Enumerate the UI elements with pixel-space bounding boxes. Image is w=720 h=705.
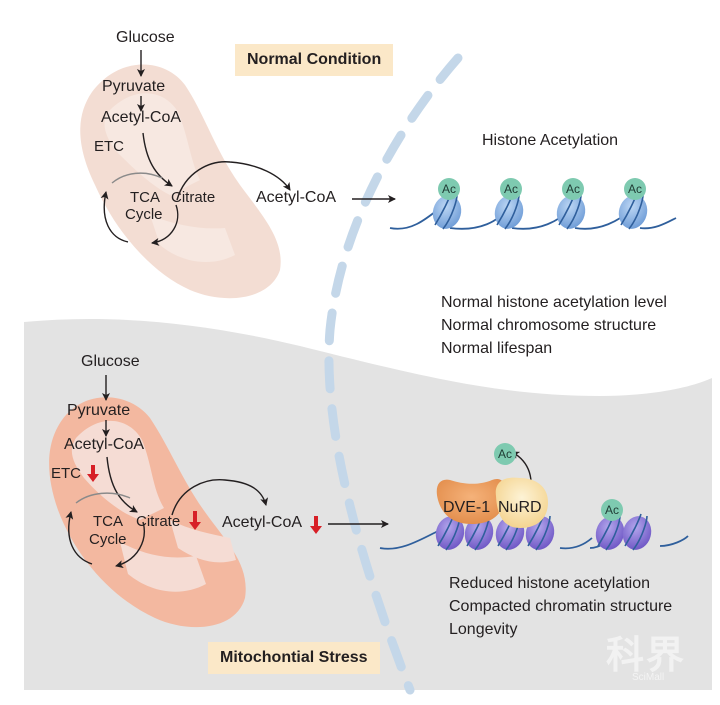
acetyl-mark: Ac xyxy=(562,178,584,200)
histone-acetylation-title: Histone Acetylation xyxy=(482,132,619,149)
down-arrows xyxy=(87,465,322,534)
stress-pathway-arrows xyxy=(65,375,532,569)
normal-pyruvate-label: Pyruvate xyxy=(102,78,166,95)
acetylcoa-down-arrow xyxy=(310,516,322,534)
normal-nucleosome: Ac xyxy=(556,178,586,230)
normal-dna-strand xyxy=(389,207,677,230)
normal-outcome: Normal lifespan xyxy=(441,340,553,357)
acetyl-mark: Ac xyxy=(624,178,646,200)
citrate-down-arrow xyxy=(189,511,201,530)
stress-condition-tag: Mitochontial Stress xyxy=(208,642,380,674)
svg-text:Ac: Ac xyxy=(504,182,518,196)
stress-outcome: Compacted chromatin structure xyxy=(449,598,673,615)
acetyl-mark: Ac xyxy=(500,178,522,200)
stress-outcome: Reduced histone acetylation xyxy=(449,575,651,592)
dve1-protein: DVE-1 xyxy=(436,478,507,524)
normal-tca-label: TCA xyxy=(130,189,160,206)
stress-nucleosome xyxy=(622,513,652,551)
stress-citrate-label: Citrate xyxy=(136,513,181,530)
stress-tca-label: TCA xyxy=(93,513,123,530)
stress-glucose-label: Glucose xyxy=(81,353,140,370)
normal-acetylcoa-inner-label: Acetyl-CoA xyxy=(101,109,182,126)
normal-etc-label: ETC xyxy=(94,138,124,155)
stress-outcomes: Reduced histone acetylation Compacted ch… xyxy=(449,572,672,641)
svg-text:Ac: Ac xyxy=(605,503,619,517)
nurd-protein: NuRD xyxy=(495,477,548,528)
nurd-label: NuRD xyxy=(498,499,542,516)
watermark-subtext: SciMall xyxy=(632,672,665,683)
stress-nucleosome: Ac xyxy=(595,499,625,551)
normal-outcomes: Normal histone acetylation level Normal … xyxy=(441,291,667,360)
dve1-label: DVE-1 xyxy=(443,499,490,516)
normal-glucose-label: Glucose xyxy=(116,29,175,46)
stress-etc-label: ETC xyxy=(51,465,81,482)
acetyl-mark: Ac xyxy=(438,178,460,200)
normal-pathway-arrows xyxy=(100,50,396,246)
normal-outcome: Normal histone acetylation level xyxy=(441,294,667,311)
stress-outcome: Longevity xyxy=(449,621,518,638)
svg-text:Ac: Ac xyxy=(566,182,580,196)
etc-down-arrow xyxy=(87,465,99,482)
stress-acetylcoa-inner-label: Acetyl-CoA xyxy=(64,436,145,453)
stress-acetylcoa-outer-label: Acetyl-CoA xyxy=(222,514,303,531)
svg-text:Ac: Ac xyxy=(498,447,512,461)
stress-cycle-label: Cycle xyxy=(89,531,127,548)
mitochondrion-normal xyxy=(80,64,281,299)
normal-chromatin: Ac Ac Ac Ac xyxy=(389,178,677,230)
watermark-logo: 科界 xyxy=(606,632,687,677)
normal-citrate-label: Citrate xyxy=(171,189,216,206)
condition-divider xyxy=(324,53,463,695)
normal-condition-tag: Normal Condition xyxy=(235,44,394,76)
svg-text:Ac: Ac xyxy=(442,182,456,196)
normal-acetylcoa-outer-label: Acetyl-CoA xyxy=(256,189,337,206)
normal-nucleosome: Ac xyxy=(432,178,462,230)
normal-outcome: Normal chromosome structure xyxy=(441,317,657,334)
acetyl-mark: Ac xyxy=(601,499,623,521)
stress-pyruvate-label: Pyruvate xyxy=(67,402,131,419)
normal-nucleosome: Ac xyxy=(618,178,648,230)
svg-text:Ac: Ac xyxy=(628,182,642,196)
released-ac-mark: Ac xyxy=(494,443,516,465)
normal-nucleosome: Ac xyxy=(494,178,524,230)
normal-cycle-label: Cycle xyxy=(125,206,163,223)
mitochondrion-stress xyxy=(49,397,246,628)
